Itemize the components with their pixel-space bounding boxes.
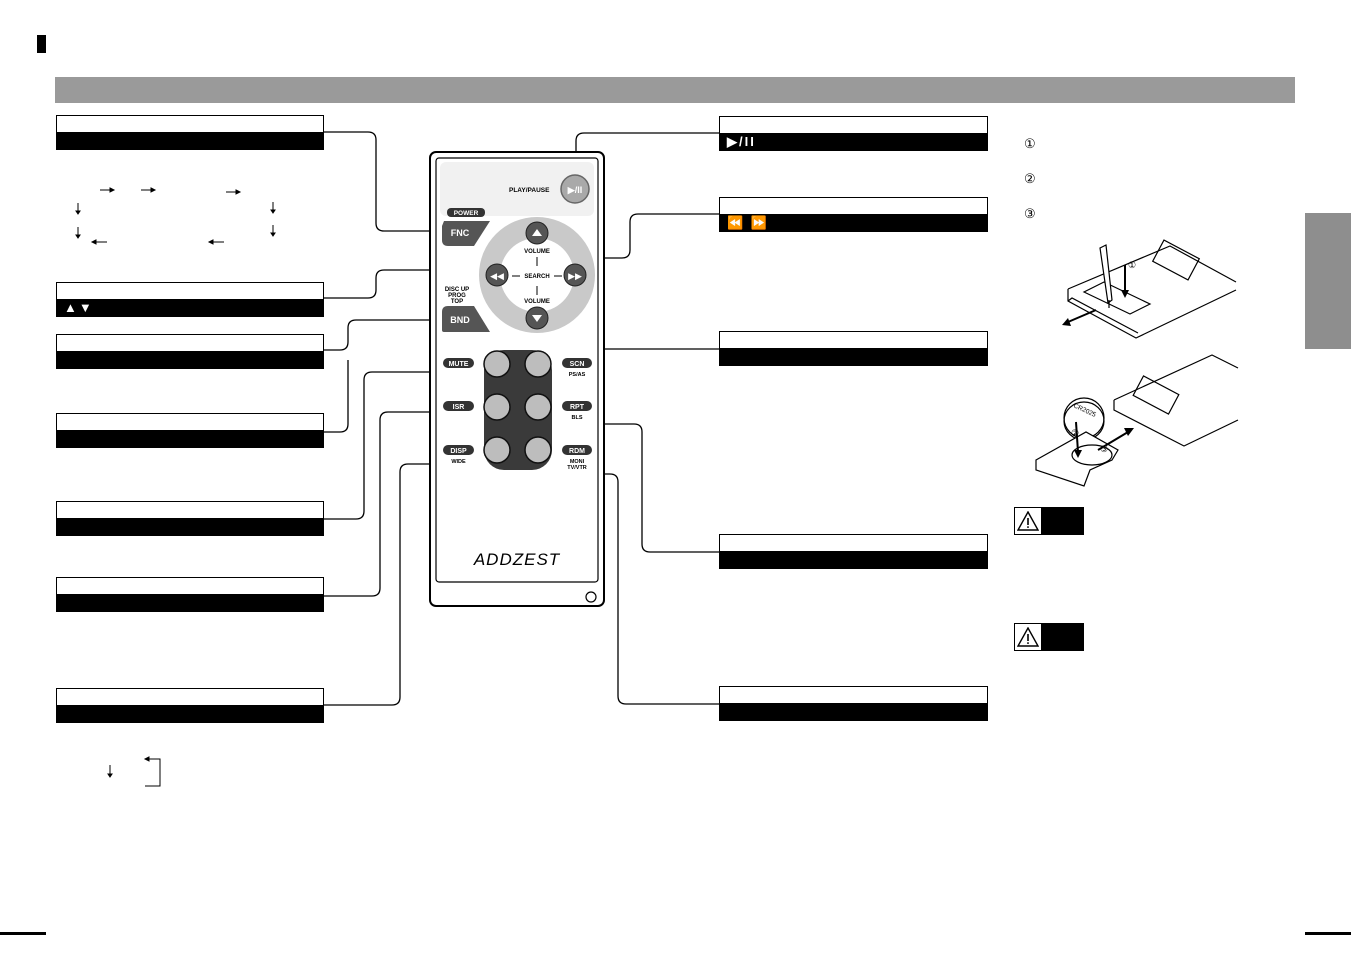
rdm-text: RDM bbox=[569, 448, 585, 455]
callout-band bbox=[56, 413, 324, 448]
section-header-bar bbox=[55, 77, 1295, 103]
disp-text: DISP bbox=[450, 448, 467, 455]
bls-text: BLS bbox=[572, 415, 583, 421]
scn-text: SCN bbox=[570, 361, 585, 368]
fast-forward-icon: ▶▶ bbox=[568, 271, 582, 281]
top-text: TOP bbox=[451, 299, 463, 305]
side-index-tab bbox=[1305, 213, 1351, 349]
figure-step-1: ① bbox=[1128, 260, 1136, 270]
volume-up-text: VOLUME bbox=[524, 249, 550, 255]
rpt-button[interactable] bbox=[524, 393, 552, 421]
scn-button[interactable] bbox=[524, 350, 552, 378]
corner-marker bbox=[37, 35, 46, 53]
brand-logo: ADDZEST bbox=[473, 550, 561, 569]
ir-window bbox=[585, 591, 597, 603]
flow-arrows bbox=[75, 187, 276, 787]
callout-search: ⏪ ⏩ bbox=[719, 197, 988, 232]
callout-updown: ▲▼ bbox=[56, 282, 324, 317]
play-pause-text: PLAY/PAUSE bbox=[509, 187, 550, 194]
ps-as-text: PS/AS bbox=[569, 372, 586, 378]
battery-step-1: ① bbox=[1024, 136, 1036, 151]
disp-button[interactable] bbox=[483, 436, 511, 464]
figure-step-3: ③ bbox=[1100, 444, 1108, 454]
callout-fnc bbox=[56, 115, 324, 150]
remote-control: PLAY/PAUSE ▶/II POWER FNC ◀◀ ▶▶ VOLUME S… bbox=[429, 151, 605, 607]
updown-label: ▲▼ bbox=[56, 299, 324, 317]
rewind-icon: ◀◀ bbox=[490, 271, 504, 281]
warning-box-2 bbox=[1014, 623, 1084, 651]
play-pause-button[interactable] bbox=[560, 174, 590, 204]
callout-rdm bbox=[719, 686, 988, 721]
tv-vtr-text: TV/VTR bbox=[567, 465, 587, 471]
mute-text: MUTE bbox=[449, 361, 469, 368]
footer-rule-right bbox=[1305, 932, 1351, 935]
callout-mute bbox=[56, 501, 324, 536]
footer-rule-left bbox=[0, 932, 46, 935]
callout-scn bbox=[719, 331, 988, 366]
battery-step-3: ③ bbox=[1024, 206, 1036, 221]
volume-down-text: VOLUME bbox=[524, 299, 550, 305]
rdm-button[interactable] bbox=[524, 436, 552, 464]
wide-text: WIDE bbox=[451, 459, 466, 465]
warning-box-1 bbox=[1014, 507, 1084, 535]
figure-step-2: ② bbox=[1071, 428, 1079, 438]
play-pause-icon: ▶/II bbox=[567, 185, 582, 195]
callout-rpt bbox=[719, 534, 988, 569]
prog-text: PROG bbox=[448, 293, 466, 299]
bnd-text: BND bbox=[450, 315, 470, 325]
callout-isr bbox=[56, 577, 324, 612]
isr-button[interactable] bbox=[483, 393, 511, 421]
callout-disp bbox=[56, 688, 324, 723]
callout-play-pause: ▶/II bbox=[719, 116, 988, 151]
fnc-button[interactable] bbox=[442, 221, 490, 246]
search-forward-button[interactable] bbox=[563, 263, 587, 287]
fnc-text: FNC bbox=[451, 228, 470, 238]
battery-step-2: ② bbox=[1024, 171, 1036, 186]
disc-up-text: DISC UP bbox=[445, 287, 469, 293]
power-label-pill bbox=[447, 208, 485, 217]
bnd-button[interactable] bbox=[442, 306, 490, 332]
battery-illustration bbox=[1035, 239, 1239, 487]
isr-text: ISR bbox=[453, 404, 465, 411]
callout-bnd bbox=[56, 334, 324, 369]
moni-text: MONI bbox=[570, 459, 585, 465]
mute-button[interactable] bbox=[483, 350, 511, 378]
power-text: POWER bbox=[454, 210, 479, 217]
rpt-text: RPT bbox=[570, 404, 585, 411]
search-text: SEARCH bbox=[524, 274, 549, 280]
search-label: ⏪ ⏩ bbox=[719, 214, 988, 232]
play-pause-label: ▶/II bbox=[719, 133, 988, 151]
warning-triangle-icon bbox=[1017, 511, 1039, 531]
search-back-button[interactable] bbox=[485, 263, 509, 287]
warning-triangle-icon bbox=[1017, 627, 1039, 647]
